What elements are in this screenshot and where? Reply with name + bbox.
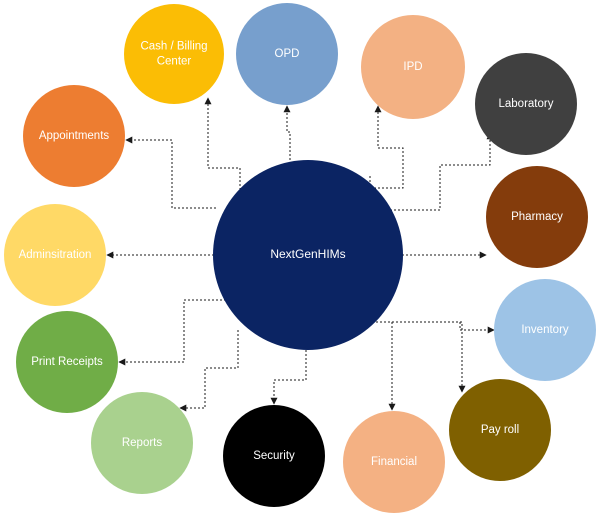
module-label-reports: Reports [122,437,163,449]
module-circle-print-receipts [16,311,118,413]
module-reports: Reports [91,392,193,494]
connector-ipd [369,105,404,189]
connector-layer [106,97,495,412]
connector-print-receipts [118,299,226,366]
connector-security [270,350,307,405]
module-ipd: IPD [361,15,465,119]
module-security: Security [223,405,325,507]
module-label-ipd: IPD [403,61,422,73]
module-inventory: Inventory [494,279,596,381]
module-circle-administration [4,204,106,306]
connector-inventory [372,321,495,334]
connector-cash-billing [204,97,241,190]
module-label-financial: Financial [371,456,417,468]
module-circle-ipd [361,15,465,119]
module-label-administration: Adminsitration [19,249,92,261]
module-label-security: Security [253,450,295,462]
module-label-laboratory: Laboratory [499,98,554,110]
connector-reports [179,330,239,412]
module-circle-reports [91,392,193,494]
module-opd: OPD [236,3,338,105]
module-circle-cash-billing [124,4,224,104]
module-pharmacy: Pharmacy [486,166,588,268]
module-label-pharmacy: Pharmacy [511,211,563,223]
hub-label: NextGenHIMs [270,247,345,261]
module-laboratory: Laboratory [475,53,577,155]
hub-circle [213,160,403,350]
module-circle-security [223,405,325,507]
module-label-inventory: Inventory [521,324,569,336]
module-label-cash-billing: Cash / Billing [140,41,207,53]
module-circle-financial [343,411,445,513]
module-administration: Adminsitration [4,204,106,306]
hub-node: NextGenHIMs [213,160,403,350]
module-circle-opd [236,3,338,105]
module-circle-laboratory [475,53,577,155]
connector-opd [283,105,291,160]
module-label-cash-billing: Center [157,56,192,68]
module-appointments: Appointments [23,85,125,187]
module-label-print-receipts: Print Receipts [31,356,103,368]
module-circle-pharmacy [486,166,588,268]
connector-appointments [125,136,216,209]
module-circle-inventory [494,279,596,381]
connector-laboratory [390,132,494,211]
module-print-receipts: Print Receipts [16,311,118,413]
connector-financial [372,321,396,411]
module-circle-appointments [23,85,125,187]
module-label-appointments: Appointments [39,130,110,142]
module-label-payroll: Pay roll [481,424,519,436]
connector-payroll [372,321,466,393]
module-payroll: Pay roll [449,379,551,481]
module-label-opd: OPD [275,48,300,60]
module-circle-payroll [449,379,551,481]
module-financial: Financial [343,411,445,513]
